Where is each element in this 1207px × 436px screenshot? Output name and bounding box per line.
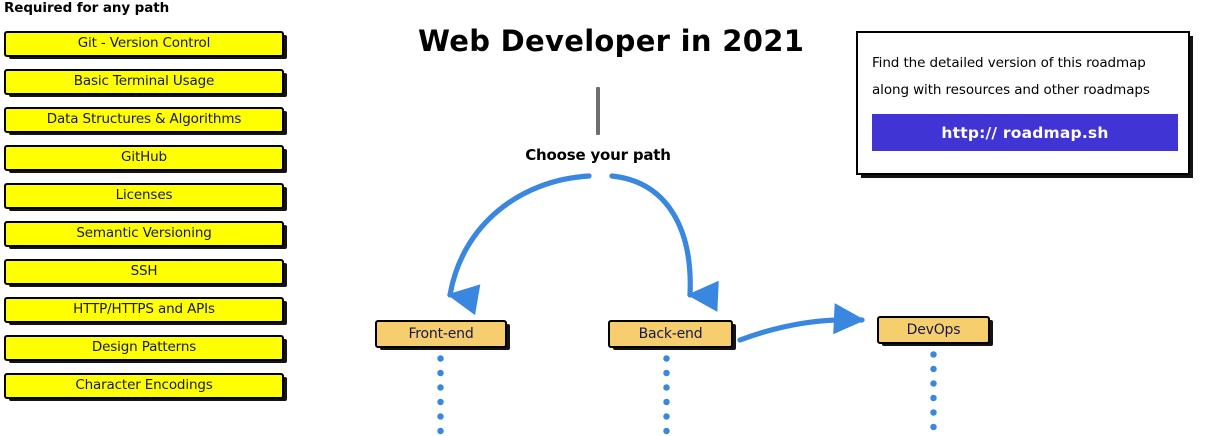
required-skill-item[interactable]: Basic Terminal Usage xyxy=(4,69,284,95)
required-skill-item[interactable]: Data Structures & Algorithms xyxy=(4,107,284,133)
required-skill-item[interactable]: Design Patterns xyxy=(4,335,284,361)
dotted-connector-devops xyxy=(930,351,937,436)
info-card-description: Find the detailed version of this roadma… xyxy=(872,55,1150,98)
required-skill-item[interactable]: Licenses xyxy=(4,183,284,209)
dotted-connector-frontend xyxy=(437,355,444,436)
required-skill-item[interactable]: GitHub xyxy=(4,145,284,171)
required-skill-label: Character Encodings xyxy=(75,377,213,394)
required-skill-label: SSH xyxy=(130,263,158,280)
path-box-label: DevOps xyxy=(906,322,961,338)
required-skill-label: Licenses xyxy=(115,187,173,204)
page-title: Web Developer in 2021 xyxy=(418,24,805,58)
roadmap-link-label: http:// roadmap.sh xyxy=(941,123,1109,142)
required-skill-label: GitHub xyxy=(121,149,167,166)
required-skills-sidebar: Required for any path Git - Version Cont… xyxy=(0,0,300,436)
path-box-devops[interactable]: DevOps xyxy=(877,316,990,344)
required-skill-item[interactable]: SSH xyxy=(4,259,284,285)
required-skill-label: Design Patterns xyxy=(91,339,197,356)
path-box-label: Back-end xyxy=(638,326,703,342)
roadmap-info-card: Find the detailed version of this roadma… xyxy=(856,31,1190,175)
required-skill-item[interactable]: HTTP/HTTPS and APIs xyxy=(4,297,284,323)
arrow-to-frontend xyxy=(446,173,592,316)
required-skill-label: Basic Terminal Usage xyxy=(73,73,215,90)
path-box-frontend[interactable]: Front-end xyxy=(375,320,507,348)
path-box-label: Front-end xyxy=(408,326,474,342)
required-skill-label: HTTP/HTTPS and APIs xyxy=(73,301,215,318)
required-skill-item[interactable]: Semantic Versioning xyxy=(4,221,284,247)
path-box-backend[interactable]: Back-end xyxy=(608,320,733,348)
required-skill-label: Data Structures & Algorithms xyxy=(46,111,242,128)
required-skills-list: Git - Version Control Basic Terminal Usa… xyxy=(0,31,292,411)
sidebar-heading: Required for any path xyxy=(4,0,170,16)
arrow-to-backend xyxy=(609,173,719,312)
title-stem-connector xyxy=(596,87,600,135)
required-skill-item[interactable]: Character Encodings xyxy=(4,373,284,399)
roadmap-link-button[interactable]: http:// roadmap.sh xyxy=(872,114,1178,151)
required-skill-label: Semantic Versioning xyxy=(76,225,212,242)
choose-path-label: Choose your path xyxy=(525,146,671,164)
required-skill-label: Git - Version Control xyxy=(77,35,211,52)
arrow-backend-to-devops xyxy=(737,303,866,343)
required-skill-item[interactable]: Git - Version Control xyxy=(4,31,284,57)
dotted-connector-backend xyxy=(663,355,670,436)
